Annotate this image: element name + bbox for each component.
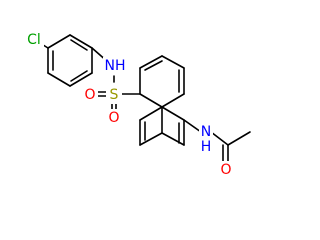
bond-naphthalene-n-amide xyxy=(183,119,202,133)
naphthalene-ring xyxy=(139,55,185,146)
bond xyxy=(139,93,163,108)
bond xyxy=(144,60,163,71)
bond xyxy=(161,106,185,121)
atom-o-carbonyl: O xyxy=(218,161,234,179)
chemical-structure: Cl NH S O O N H O xyxy=(24,31,251,179)
atom-n-amide-label: N xyxy=(201,124,211,140)
bond xyxy=(47,34,71,49)
chlorophenyl-ring xyxy=(47,34,93,87)
atom-nh-amide: N H xyxy=(199,124,213,155)
atom-o-top: O xyxy=(82,86,98,104)
atom-s: S xyxy=(106,86,122,104)
atom-h-amide-label: H xyxy=(201,139,212,155)
atom-nh-label: NH xyxy=(105,58,126,74)
bond xyxy=(161,55,185,69)
atom-o-bottom-label: O xyxy=(108,110,119,126)
atom-o-bottom: O xyxy=(106,109,122,127)
bond xyxy=(139,55,163,69)
atom-nh-sulfonamide: NH xyxy=(103,57,127,75)
atom-cl-label: Cl xyxy=(27,32,41,48)
bond xyxy=(70,70,88,82)
atom-o-top-label: O xyxy=(84,87,95,103)
bond-c-methyl xyxy=(227,131,251,146)
atom-cl: Cl xyxy=(24,31,44,49)
bond xyxy=(69,72,93,87)
bond-n-c-amide xyxy=(210,131,229,146)
bond xyxy=(161,132,185,146)
bond xyxy=(47,72,71,87)
atom-o-carbonyl-label: O xyxy=(220,162,231,178)
bond xyxy=(70,39,88,51)
bond xyxy=(139,106,163,121)
bond xyxy=(139,132,163,146)
atom-s-label: S xyxy=(110,87,119,103)
bond xyxy=(69,34,93,49)
bond xyxy=(161,93,185,108)
